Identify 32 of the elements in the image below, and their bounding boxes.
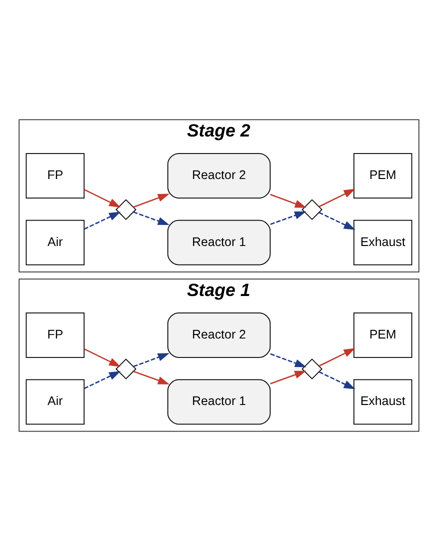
node-box: Reactor 2: [167, 312, 271, 358]
node-box: Reactor 1: [167, 219, 271, 265]
arrow: [84, 211, 121, 230]
arrow: [84, 348, 121, 366]
arrow: [318, 348, 356, 366]
arrow: [270, 210, 306, 224]
arrow: [318, 188, 356, 207]
arrow: [133, 370, 170, 384]
arrow: [318, 211, 356, 230]
arrow: [270, 370, 306, 384]
node-valve: [116, 198, 136, 220]
arrow: [84, 188, 121, 207]
node-box: FP: [26, 312, 85, 358]
node-box: Air: [26, 219, 85, 265]
node-box: Exhaust: [353, 378, 412, 424]
node-box: FP: [26, 152, 85, 198]
arrow: [270, 352, 307, 367]
node-valve: [302, 198, 322, 220]
arrow: [270, 193, 307, 208]
arrow: [318, 370, 356, 389]
arrow: [133, 210, 170, 225]
arrow: [133, 193, 170, 208]
node-box: Exhaust: [353, 219, 412, 265]
arrow: [133, 352, 170, 367]
node-box: Reactor 2: [167, 152, 271, 198]
node-box: PEM: [353, 312, 412, 358]
node-valve: [116, 358, 136, 379]
node-box: Air: [26, 378, 85, 424]
node-box: PEM: [353, 152, 412, 198]
arrow: [84, 370, 121, 389]
node-valve: [302, 358, 322, 379]
node-box: Reactor 1: [167, 378, 271, 424]
